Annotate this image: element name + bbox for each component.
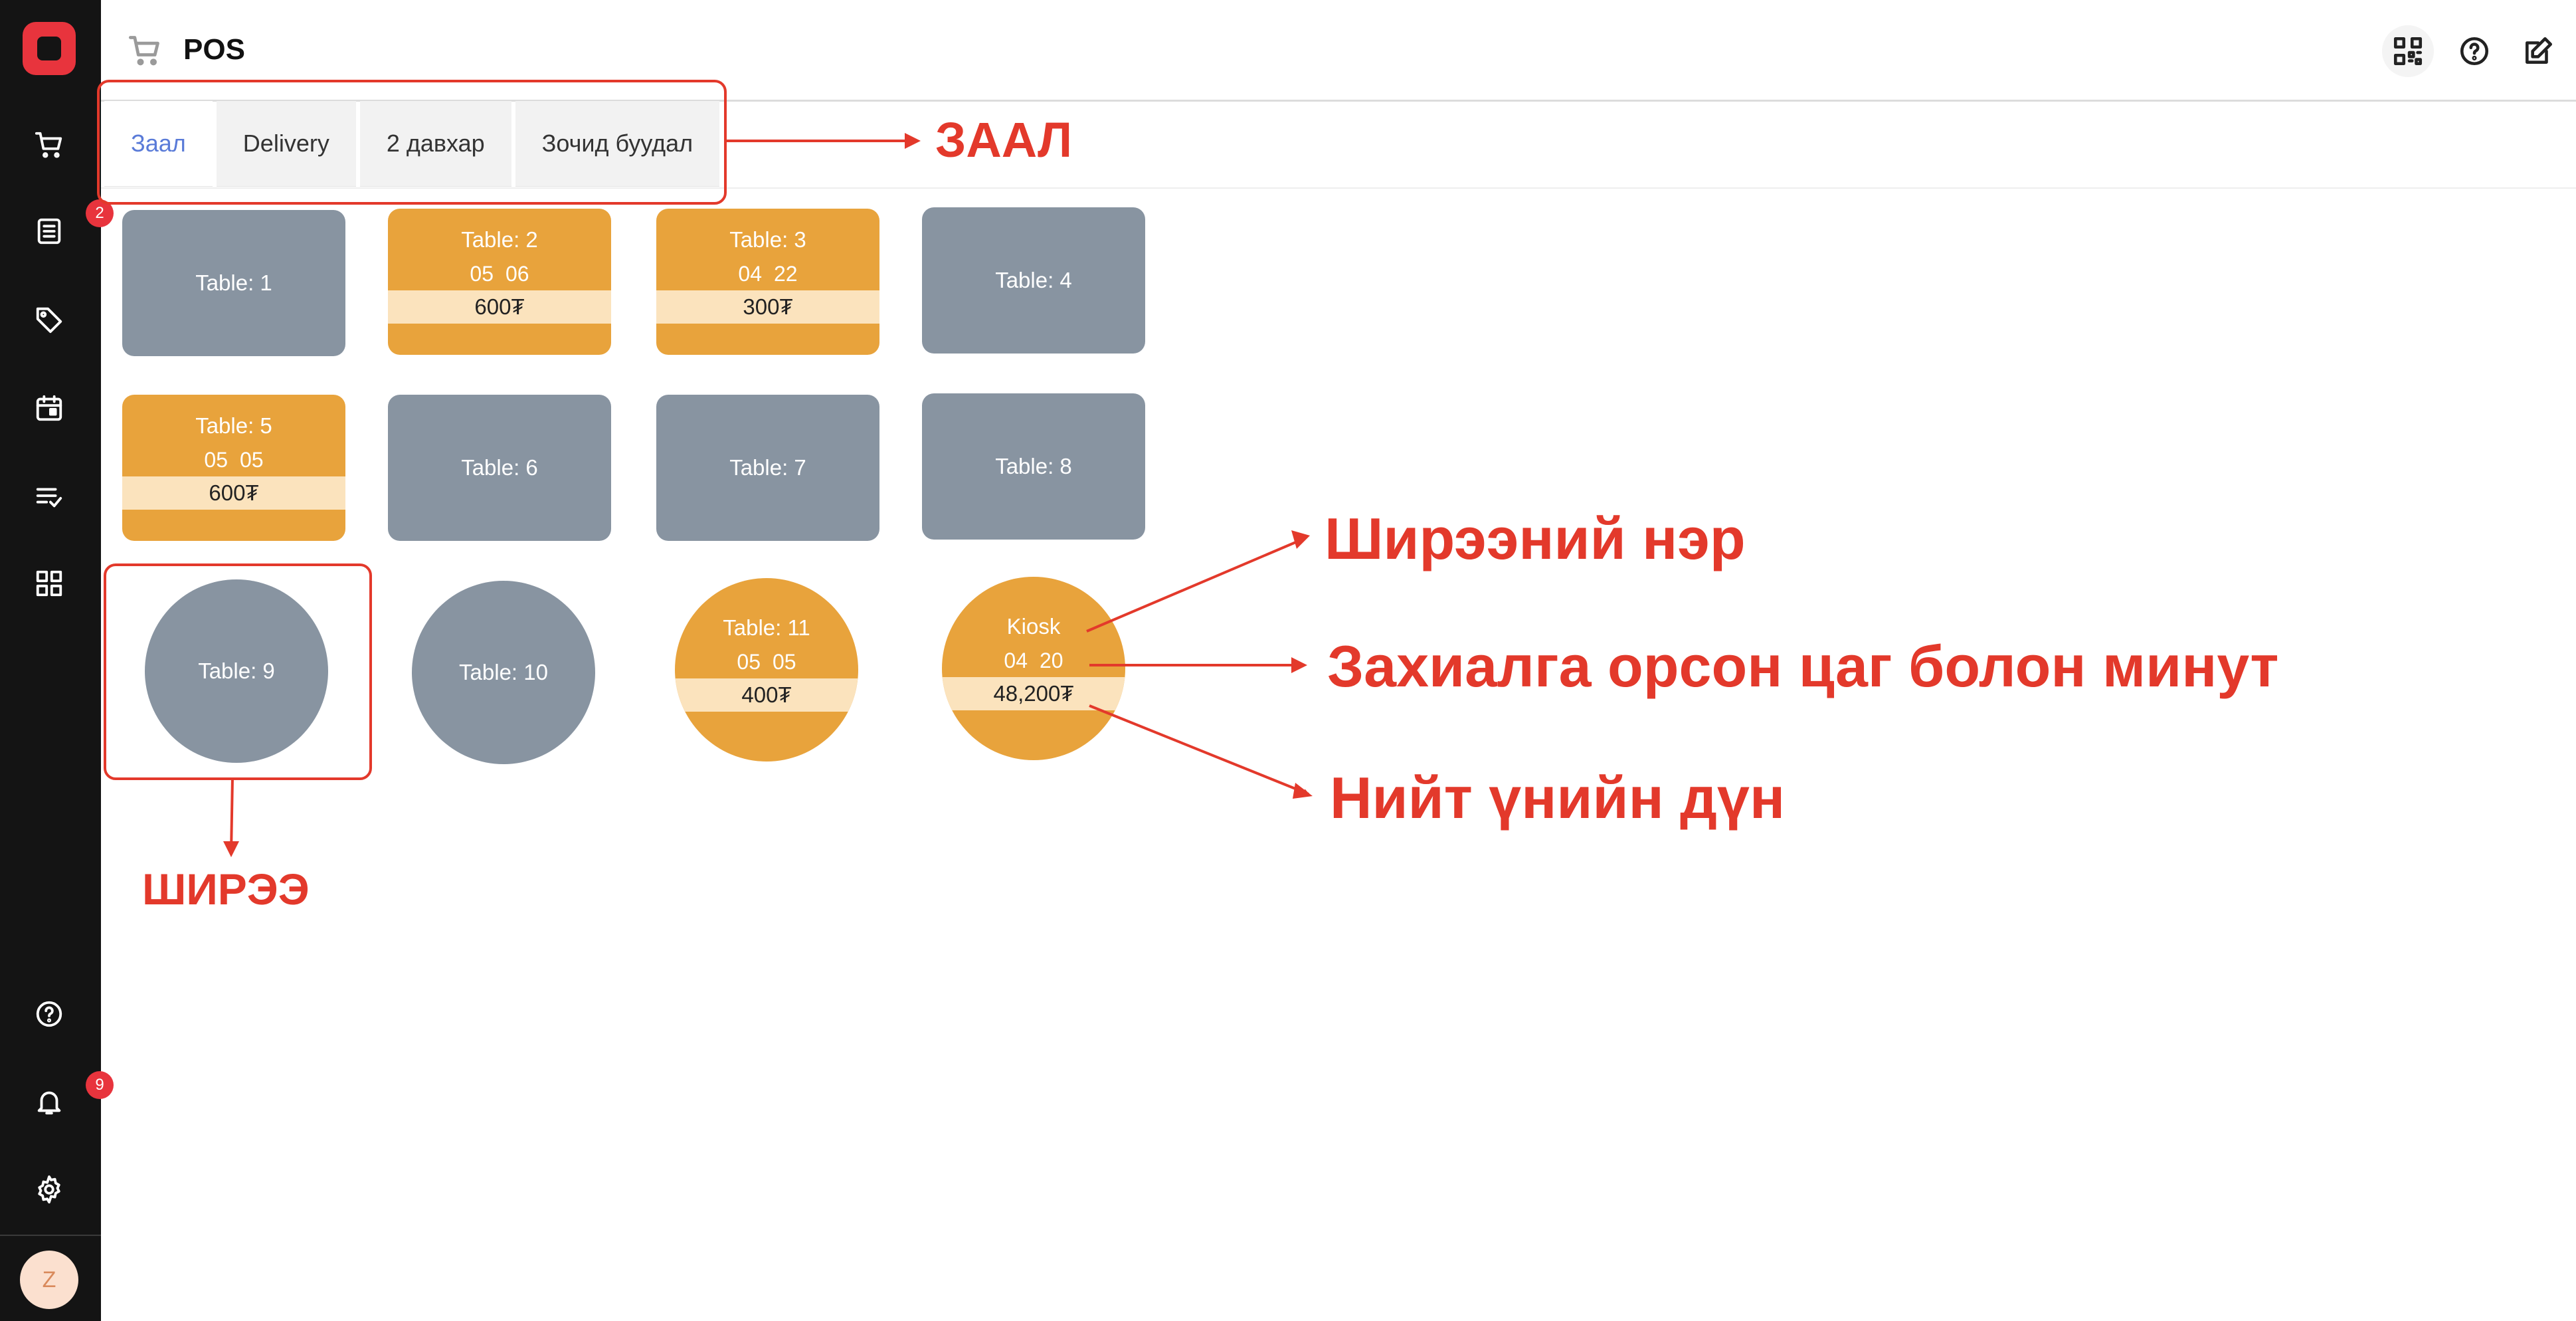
annotation-box-hall-tabs [97, 80, 727, 205]
tab-divider [101, 187, 2576, 189]
tab-hotel[interactable]: Зочид буудал [515, 101, 720, 187]
tab-2-davkhar[interactable]: 2 давхар [359, 101, 511, 187]
annotation-box-table [104, 563, 372, 780]
order-amount: 600₮ [388, 290, 611, 324]
avatar[interactable]: Z [20, 1251, 78, 1309]
table-name: Table: 9 [198, 659, 275, 683]
app-logo[interactable] [23, 22, 76, 75]
help-icon[interactable] [29, 994, 69, 1034]
help-button[interactable] [2448, 25, 2500, 77]
table-name: Table: 2 [461, 227, 538, 252]
qr-scan-button[interactable] [2382, 25, 2434, 77]
table-card[interactable]: Table: 1 [122, 210, 345, 356]
page-title: POS [183, 33, 245, 66]
table-name: Table: 1 [195, 270, 272, 295]
order-amount: 600₮ [122, 476, 345, 510]
edit-icon [2526, 37, 2553, 64]
table-name: Table: 8 [995, 454, 1072, 478]
table-card[interactable]: Table: 6 [388, 395, 611, 541]
table-name: Table: 3 [729, 227, 806, 252]
annotation-table-name: Ширээний нэр [1325, 506, 1746, 571]
annotation-table: ШИРЭЭ [142, 864, 310, 914]
tag-icon[interactable] [29, 299, 69, 339]
table-card[interactable]: Table: 10 [412, 581, 595, 764]
order-amount: 300₮ [656, 290, 879, 324]
edit-button[interactable] [2512, 25, 2564, 77]
annotation-total: Нийт үнийн дүн [1330, 765, 1786, 831]
gear-icon[interactable] [29, 1169, 69, 1209]
table-name: Table: 4 [995, 268, 1072, 292]
list-icon[interactable] [29, 211, 69, 251]
qr-code-icon [2393, 37, 2423, 66]
header: POS [101, 0, 2576, 102]
table-name: Kiosk [1006, 614, 1061, 639]
cart-icon[interactable] [29, 125, 69, 165]
notifications-badge: 9 [86, 1071, 114, 1099]
table-name: Table: 6 [461, 455, 538, 480]
table-name: Table: 10 [459, 660, 548, 684]
tab-delivery[interactable]: Delivery [216, 101, 356, 187]
bell-icon[interactable] [29, 1082, 69, 1122]
sidebar-divider [0, 1235, 101, 1236]
annotation-order-time: Захиалга орсон цаг болон минут [1327, 633, 2279, 699]
table-card[interactable]: Table: 4 [922, 207, 1145, 354]
table-card[interactable]: Table: 9 [145, 579, 328, 763]
table-name: Table: 7 [729, 455, 806, 480]
order-amount: 400₮ [675, 678, 858, 712]
table-card[interactable]: Table: 8 [922, 393, 1145, 540]
help-icon [2460, 37, 2489, 66]
table-card[interactable]: Table: 7 [656, 395, 879, 541]
table-name: Table: 11 [723, 615, 810, 640]
tab-zaal[interactable]: Заал [104, 101, 213, 187]
table-name: Table: 5 [195, 413, 272, 438]
sidebar: 2 9 Z [0, 0, 114, 1321]
hall-tabs: Заал Delivery 2 давхар Зочид буудал [104, 101, 720, 187]
order-amount: 48,200₮ [942, 677, 1125, 710]
grid-icon[interactable] [29, 563, 69, 603]
cart-icon [128, 33, 162, 68]
checklist-icon[interactable] [29, 476, 69, 516]
annotation-hall: ЗААЛ [935, 112, 1073, 167]
calendar-icon[interactable] [29, 388, 69, 428]
